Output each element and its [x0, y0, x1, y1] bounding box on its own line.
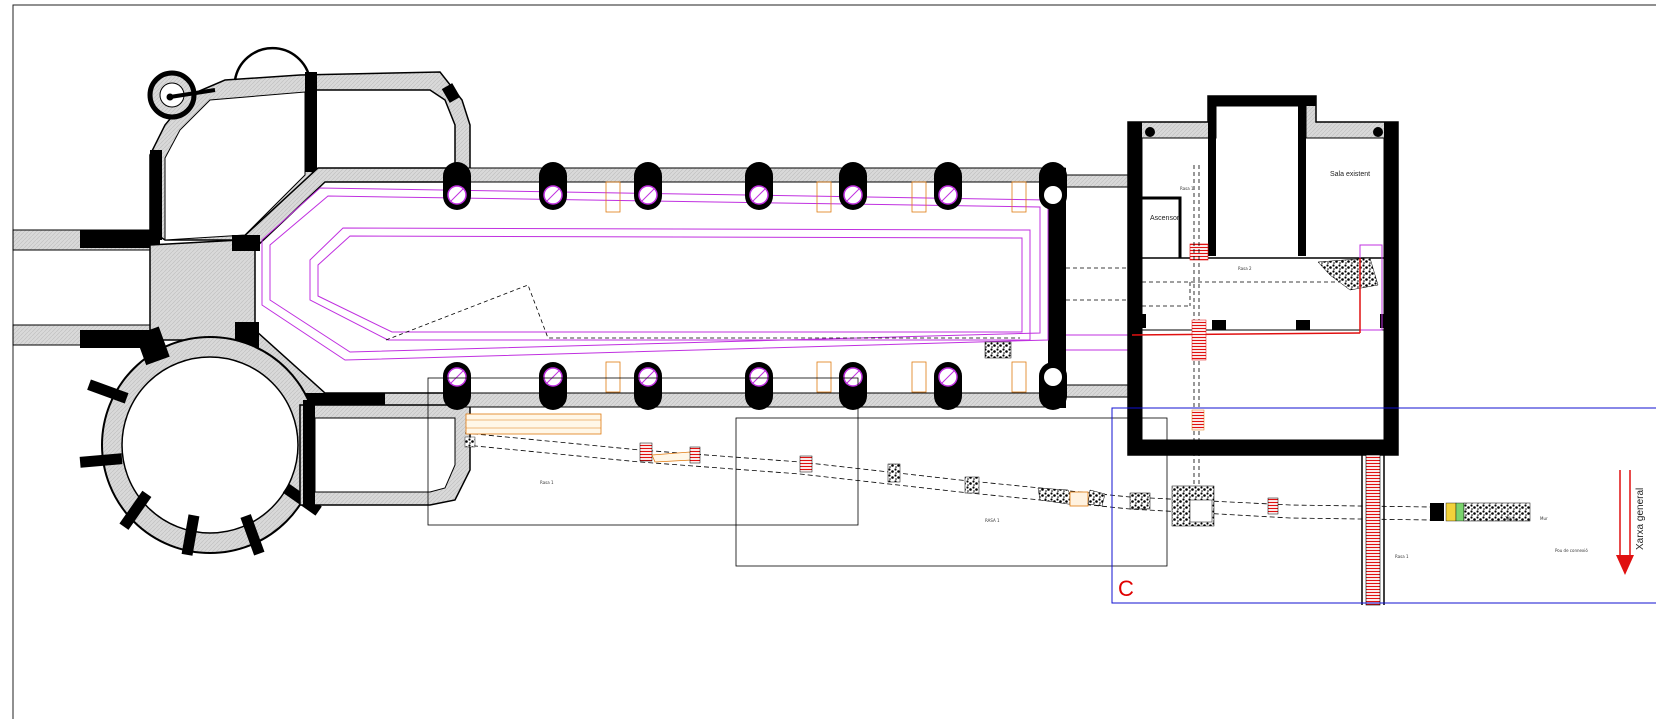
pillar	[934, 362, 962, 410]
trench	[464, 432, 1431, 521]
pillar	[1039, 362, 1067, 410]
pillar	[443, 362, 471, 410]
south-wing	[299, 400, 471, 506]
sheet-frame	[12, 4, 1656, 719]
detail-box-a	[427, 377, 859, 526]
label-connection: Pou de connexió	[1555, 548, 1588, 553]
pillar	[1039, 162, 1067, 210]
side-bays	[605, 181, 1027, 393]
pillar	[839, 162, 867, 210]
pillar	[539, 362, 567, 410]
round-tower	[79, 326, 322, 556]
label-elevator: Ascensor	[1150, 215, 1180, 222]
label-rasa-small: Rasa 2	[1238, 266, 1252, 271]
rubble-patch	[984, 341, 1012, 359]
pillar	[634, 162, 662, 210]
pillar	[839, 362, 867, 410]
northwest-tower	[147, 46, 471, 241]
pillar	[934, 162, 962, 210]
detail-box-b	[735, 417, 1168, 567]
east-building	[1127, 95, 1399, 456]
label-trench-right: Rasa 1	[1395, 554, 1409, 559]
label-trench-mid: RASA 1	[985, 518, 1000, 523]
purple-conduit	[261, 187, 1130, 361]
label-rasa-top: Rasa 1	[1180, 186, 1194, 191]
dashed-trace	[385, 284, 1020, 341]
xarxa-general-arrow: Xarxa general	[1616, 470, 1646, 575]
label-existing-room: Sala existent	[1330, 171, 1370, 178]
nave-pillars	[443, 162, 1067, 410]
pillar	[745, 362, 773, 410]
west-corridor	[12, 229, 160, 348]
pillar	[443, 162, 471, 210]
pillar	[539, 162, 567, 210]
xarxa-general-label: Xarxa general	[1635, 488, 1646, 550]
section-c-box	[1111, 407, 1656, 604]
label-tiny-a: Tall 1	[1504, 516, 1516, 521]
section-c-label: C	[1118, 576, 1134, 601]
trench-sections	[464, 413, 1531, 606]
pillar	[745, 162, 773, 210]
rubble-wedge	[1317, 257, 1379, 291]
east-building-pipes	[1066, 165, 1361, 500]
label-trench-left: Rasa 1	[540, 480, 554, 485]
label-tiny-b: Mur	[1540, 516, 1548, 521]
pillar	[634, 362, 662, 410]
